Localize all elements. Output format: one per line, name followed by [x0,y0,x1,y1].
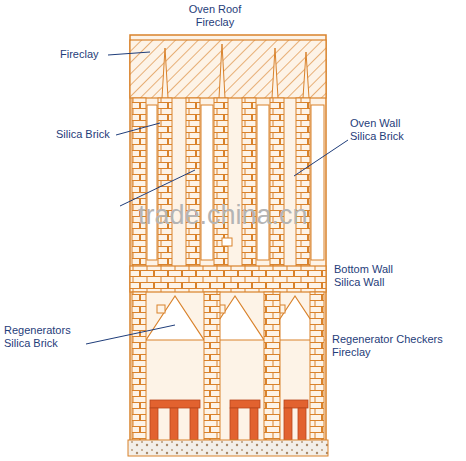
part-label: Regenerators Silica Brick [4,324,86,350]
roof-label: Oven Roof Fireclay [184,3,246,29]
part-label: Silica Brick [56,128,120,141]
part-label: Bottom Wall Silica Wall [334,263,410,289]
part-label: Oven Wall Silica Brick [350,117,422,143]
part-label: Regenerator Checkers Fireclay [332,333,456,359]
part-label: Fireclay [60,48,110,61]
watermark: trade.china.cn [138,200,308,230]
